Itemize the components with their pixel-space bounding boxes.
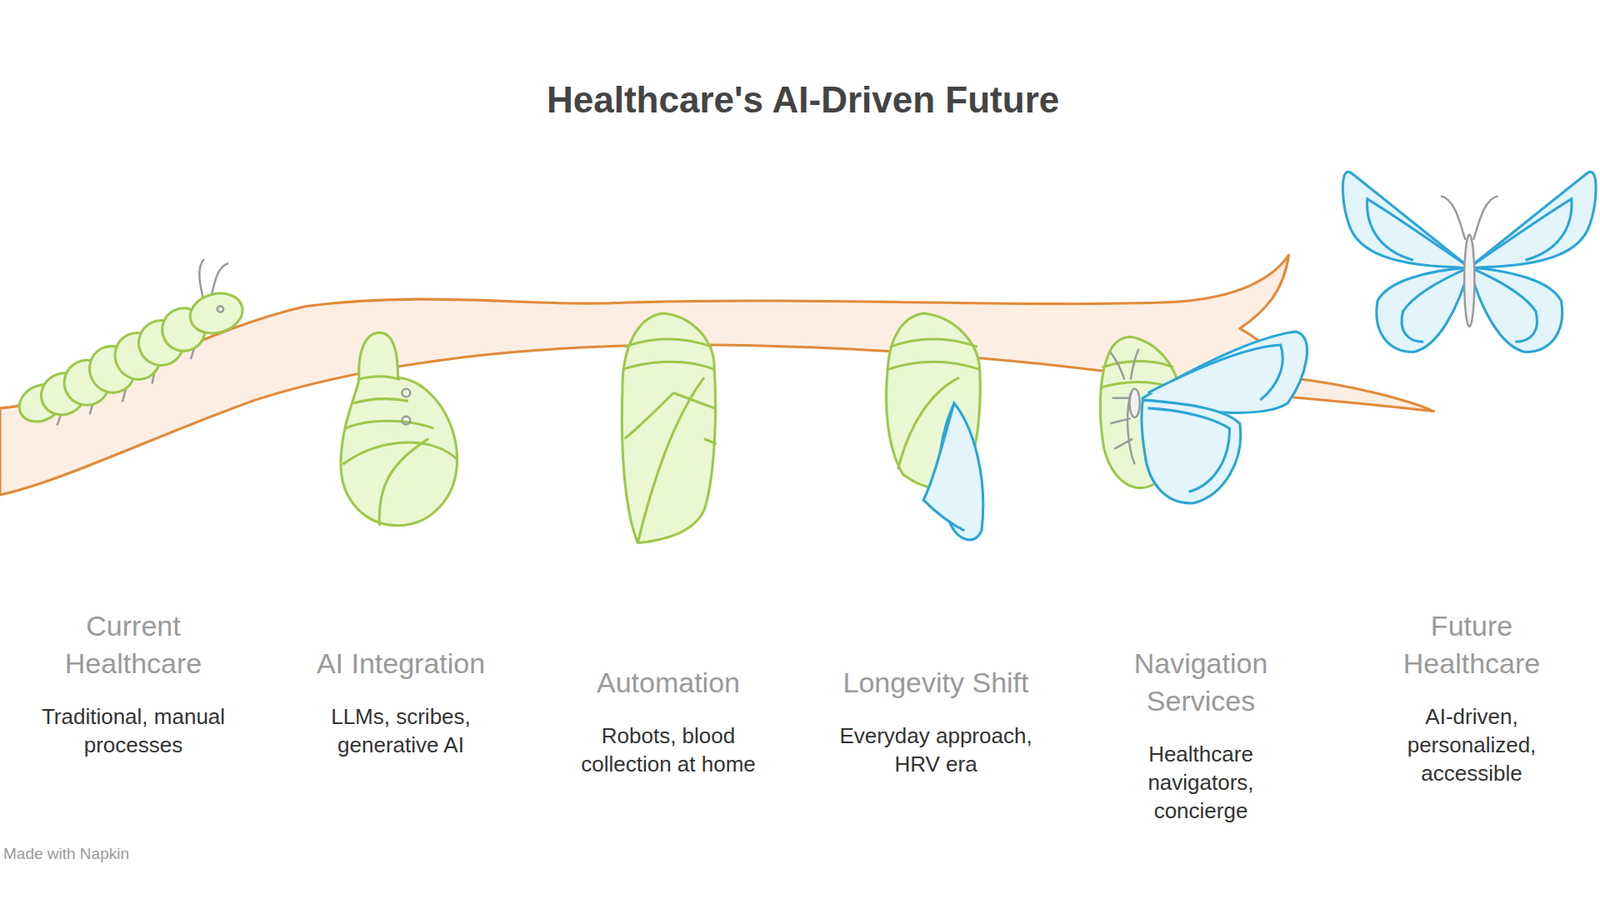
stage-heading: Automation — [547, 664, 790, 702]
stage-description: Everyday approach, HRV era — [823, 721, 1049, 779]
stage-description: Traditional, manual processes — [20, 702, 246, 760]
stage-description: LLMs, scribes, generative AI — [300, 702, 501, 760]
stage-heading: Longevity Shift — [815, 664, 1057, 702]
stage-heading: AI Integration — [280, 645, 522, 683]
emerging-butterfly — [1100, 331, 1308, 504]
stage-description: Healthcare navigators, concierge — [1128, 740, 1275, 825]
stage-heading: Current Healthcare — [29, 607, 238, 683]
chrysalis — [340, 332, 458, 525]
diagram-title: Healthcare's AI-Driven Future — [546, 79, 1060, 121]
stage-heading: Future Healthcare — [1380, 607, 1564, 683]
stage-block: AI IntegrationLLMs, scribes, generative … — [280, 645, 522, 760]
stage-block: Longevity ShiftEveryday approach, HRV er… — [815, 664, 1057, 779]
stage-block: Navigation ServicesHealthcare navigators… — [1105, 645, 1297, 825]
butterfly — [1342, 171, 1596, 352]
stage-description: AI-driven, personalized, accessible — [1400, 702, 1543, 788]
caterpillar — [13, 259, 248, 429]
stage-description: Robots, blood collection at home — [560, 721, 777, 779]
branch — [0, 255, 1434, 495]
stage-heading: Navigation Services — [1105, 645, 1297, 720]
stage-block: Current HealthcareTraditional, manual pr… — [20, 607, 246, 760]
stage-block: AutomationRobots, blood collection at ho… — [547, 664, 790, 779]
chrysalis — [886, 313, 984, 540]
chrysalis — [621, 313, 716, 544]
watermark: Made with Napkin — [3, 845, 130, 864]
stage-block: Future HealthcareAI-driven, personalized… — [1380, 607, 1564, 788]
